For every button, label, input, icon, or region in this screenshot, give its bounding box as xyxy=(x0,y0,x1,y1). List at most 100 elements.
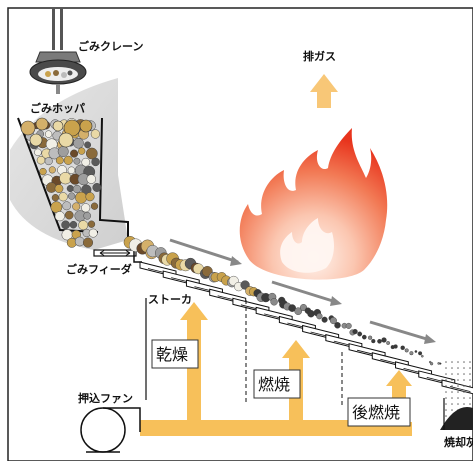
hopper-label: ごみホッパ xyxy=(30,101,85,115)
garbage-ball xyxy=(270,298,278,306)
garbage-ball xyxy=(62,201,72,211)
garbage-ball xyxy=(81,203,91,213)
fan-icon xyxy=(80,407,141,453)
garbage-ball xyxy=(54,211,65,222)
garbage-ball xyxy=(34,148,42,157)
garbage-ball xyxy=(414,350,418,353)
feeder-label: ごみフィーダ xyxy=(66,262,132,276)
garbage-ball xyxy=(64,210,74,220)
garbage-ball xyxy=(52,120,64,132)
garbage-ball xyxy=(420,354,424,358)
garbage-ball xyxy=(92,183,102,192)
garbage-ball xyxy=(91,157,100,167)
garbage-ball xyxy=(51,194,60,202)
garbage-ball xyxy=(82,237,94,248)
garbage-ball xyxy=(88,228,98,238)
garbage-ball xyxy=(361,334,367,340)
garbage-ball xyxy=(78,147,86,155)
garbage-ball xyxy=(439,362,442,365)
feeder xyxy=(93,249,137,257)
garbage-ball xyxy=(68,192,76,200)
garbage-ball xyxy=(74,236,85,247)
garbage-ball xyxy=(58,132,74,148)
garbage-ball xyxy=(90,202,99,210)
zone-combustion: 燃焼 xyxy=(253,369,301,399)
garbage-ball xyxy=(44,157,53,166)
garbage-ball xyxy=(83,211,92,220)
garbage-ball xyxy=(78,220,89,231)
garbage-ball xyxy=(393,344,398,349)
garbage-ball xyxy=(39,167,47,176)
direction-arrow-3 xyxy=(369,320,436,344)
crane-icon xyxy=(29,8,87,94)
garbage-ball xyxy=(352,329,358,335)
garbage-ball xyxy=(430,362,434,366)
garbage-ball xyxy=(288,304,297,312)
garbage-ball xyxy=(75,191,88,204)
garbage-ball xyxy=(67,166,76,175)
flame-icon xyxy=(239,128,388,280)
garbage-ball xyxy=(90,129,101,139)
garbage-ball xyxy=(63,155,73,165)
garbage-ball xyxy=(345,322,352,329)
garbage-ball xyxy=(69,220,78,229)
garbage-ball xyxy=(57,146,69,157)
garbage-ball xyxy=(409,351,414,356)
garbage-ball xyxy=(418,351,423,356)
direction-arrow-1 xyxy=(169,238,242,266)
stoker-garbage xyxy=(123,235,442,366)
direction-arrow-2 xyxy=(271,280,342,306)
garbage-ball xyxy=(20,120,36,136)
garbage-ball xyxy=(316,313,323,320)
garbage-ball xyxy=(29,133,43,147)
garbage-ball xyxy=(368,335,373,340)
exhaust-arrow-icon xyxy=(310,74,338,108)
garbage-ball xyxy=(86,174,97,184)
garbage-ball xyxy=(329,317,337,325)
garbage-ball xyxy=(59,172,72,185)
garbage-ball xyxy=(66,184,74,193)
garbage-ball xyxy=(72,184,82,194)
garbage-ball xyxy=(81,157,91,167)
ash-label: 焼却灰 xyxy=(444,435,473,449)
garbage-ball xyxy=(48,166,56,174)
garbage-ball xyxy=(55,156,64,165)
garbage-ball xyxy=(357,331,363,337)
frame-border xyxy=(7,7,473,461)
zone-drying-label: 乾燥 xyxy=(156,345,188,364)
garbage-ball xyxy=(321,316,328,323)
garbage-ball xyxy=(307,310,315,318)
zone-post-combustion-label: 後燃焼 xyxy=(352,403,400,422)
garbage-ball xyxy=(386,341,390,345)
zone-combustion-label: 燃焼 xyxy=(258,375,290,394)
garbage-ball xyxy=(35,117,49,131)
garbage-ball xyxy=(79,119,93,133)
garbage-ball xyxy=(61,220,70,230)
garbage-ball xyxy=(85,192,95,202)
ash-pile-icon xyxy=(440,360,473,430)
garbage-ball xyxy=(54,184,64,193)
garbage-ball xyxy=(334,322,341,329)
garbage-ball xyxy=(377,338,382,344)
exhaust-label: 排ガス xyxy=(303,49,336,63)
garbage-ball xyxy=(404,348,409,353)
zone-post-combustion: 後燃焼 xyxy=(347,397,411,427)
garbage-ball xyxy=(70,149,79,158)
garbage-ball xyxy=(87,220,96,228)
garbage-ball xyxy=(73,157,81,165)
garbage-ball xyxy=(44,130,53,138)
garbage-ball xyxy=(72,202,81,211)
garbage-ball xyxy=(84,141,92,149)
garbage-ball xyxy=(381,337,387,343)
garbage-ball xyxy=(371,339,376,344)
stoker-label: ストーカ xyxy=(148,293,192,306)
garbage-ball xyxy=(50,201,63,214)
garbage-ball xyxy=(85,147,98,160)
hopper-garbage xyxy=(20,117,102,248)
crane-label: ごみクレーン xyxy=(78,39,143,53)
fan-label: 押込ファン xyxy=(78,391,133,405)
garbage-ball xyxy=(73,137,84,149)
zone-drying: 乾燥 xyxy=(151,339,199,369)
garbage-ball xyxy=(294,307,303,316)
